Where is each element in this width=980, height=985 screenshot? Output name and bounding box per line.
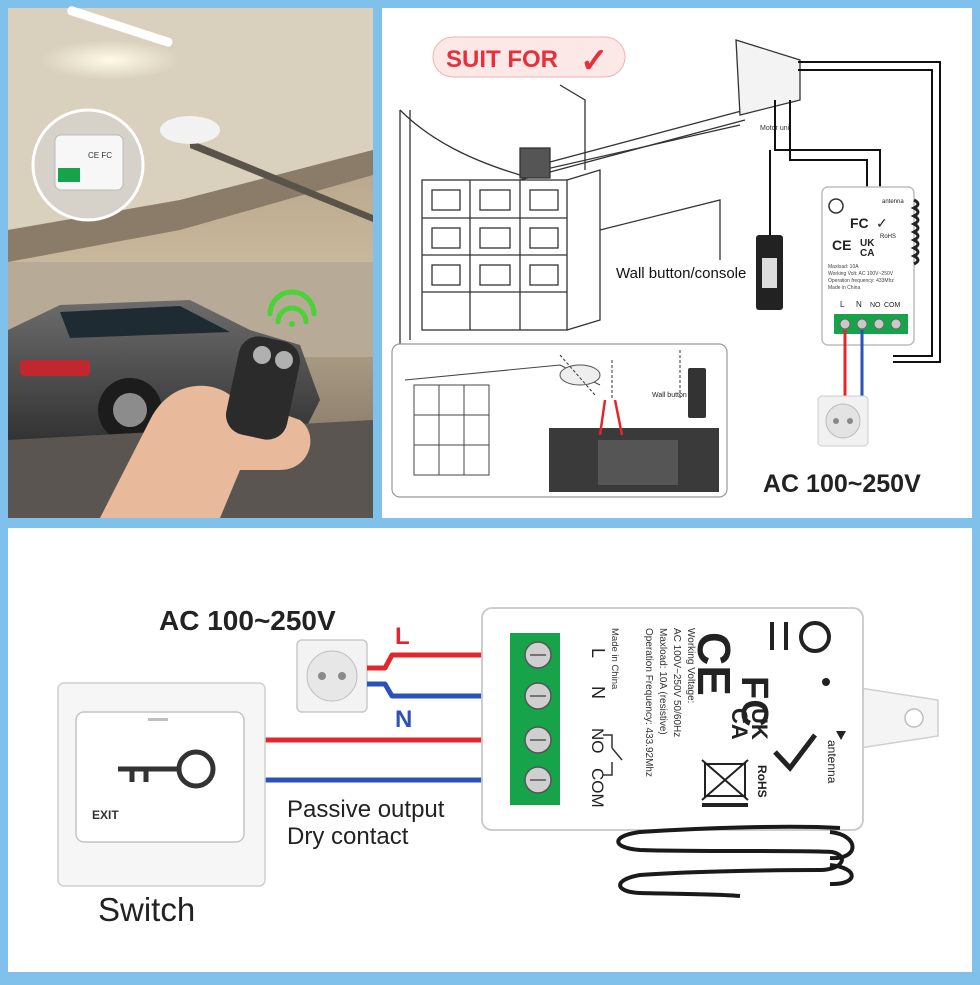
svg-text:Working Volt: AC 100V~250V: Working Volt: AC 100V~250V [828, 271, 894, 277]
svg-text:CE FC: CE FC [88, 151, 112, 160]
wall-button-console-label: Wall button/console [616, 265, 746, 282]
exit-switch: EXIT [57, 682, 266, 887]
exit-label: EXIT [92, 808, 119, 822]
garage-door-drawing [399, 39, 801, 345]
key-icon [118, 749, 216, 789]
fc-mark: FC [733, 676, 775, 727]
ukca-mark-bottom: CA [727, 708, 752, 740]
suit-for-badge: SUIT FOR ✓ [432, 36, 626, 80]
svg-text:Made in China: Made in China [828, 285, 860, 291]
wall-button-label-small: Wall button [652, 392, 687, 399]
certification-marks: CE FC UK CA RoHS [688, 632, 817, 807]
wire-l [367, 652, 540, 671]
hand-with-remote [100, 336, 311, 518]
svg-text:UK: UK [860, 238, 875, 249]
mounting-hole-icon [770, 621, 831, 653]
svg-text:L: L [840, 300, 845, 309]
relay-contact-symbol [603, 734, 623, 776]
svg-text:COM: COM [884, 302, 901, 309]
wall-button-console [756, 235, 783, 310]
svg-text:Operation frequency: 433Mhz: Operation frequency: 433Mhz [828, 278, 894, 284]
antenna-coil-small [910, 198, 920, 266]
ce-mark: CE [688, 632, 740, 696]
signal-icon [267, 289, 317, 327]
garage-diagram: SUIT FOR ✓ Motor unit [382, 8, 972, 518]
weee-bin-icon [701, 759, 749, 807]
svg-text:N: N [856, 300, 862, 309]
relay-module: L N NO COM Made in China Working Voltage… [481, 607, 939, 898]
svg-text:✓: ✓ [876, 215, 888, 231]
terminal-label-l: L [588, 648, 608, 658]
terminal-label-com: COM [588, 768, 607, 808]
svg-text:Operation Frequency: 433.92Mhz: Operation Frequency: 433.92Mhz [643, 628, 654, 777]
rohs-mark: RoHS [755, 765, 769, 798]
svg-text:Maxload: 10A: Maxload: 10A [828, 264, 859, 270]
ac-voltage-label-top: AC 100~250V [763, 470, 921, 498]
antenna-icon [836, 731, 846, 740]
module-specs: Made in China [609, 628, 620, 690]
wiring-diagram: AC 100~250V L N EXIT [8, 528, 972, 972]
svg-text:Working Voltage:: Working Voltage: [685, 628, 696, 703]
opener-unit [160, 116, 220, 144]
wire-label-l: L [395, 623, 410, 650]
wall-button-inset: Wall button [391, 343, 728, 498]
antenna-label-small: antenna [882, 199, 904, 205]
terminal-screws [524, 641, 552, 794]
rohs-check-icon [773, 733, 817, 772]
passive-output-label: Passive output [287, 796, 445, 823]
svg-text:CE: CE [832, 237, 851, 253]
ukca-mark-top: UK [747, 708, 772, 740]
wire-label-n: N [395, 706, 412, 733]
svg-text:NO: NO [870, 302, 881, 309]
svg-text:RoHS: RoHS [880, 234, 896, 240]
relay-module-small: FC ✓ CE UK CA RoHS antenna Maxload: 10A … [821, 186, 920, 346]
dry-contact-label: Dry contact [287, 823, 409, 850]
module-inset: CE FC [31, 108, 145, 222]
svg-text:CA: CA [860, 248, 874, 259]
wall-socket-top [817, 395, 869, 447]
svg-text:AC 100V~250V 50/60Hz: AC 100V~250V 50/60Hz [671, 628, 682, 737]
switch-label: Switch [98, 891, 195, 928]
suit-for-text: SUIT FOR [446, 46, 558, 73]
wire-n [367, 681, 540, 699]
ceiling-light [67, 6, 173, 47]
ac-voltage-label: AC 100~250V [159, 605, 336, 636]
antenna-label: antenna [825, 740, 839, 784]
wall-socket [296, 639, 368, 713]
terminal-label-no: NO [588, 728, 607, 754]
check-icon: ✓ [580, 42, 609, 80]
terminal-label-n: N [588, 686, 608, 699]
svg-text:Maxload: 10A (resistive): Maxload: 10A (resistive) [657, 628, 668, 735]
garage-photo: CE FC [8, 6, 373, 518]
svg-text:FC: FC [850, 215, 869, 231]
terminal-block-small [834, 314, 908, 334]
svg-text:Made in China: Made in China [609, 628, 620, 690]
